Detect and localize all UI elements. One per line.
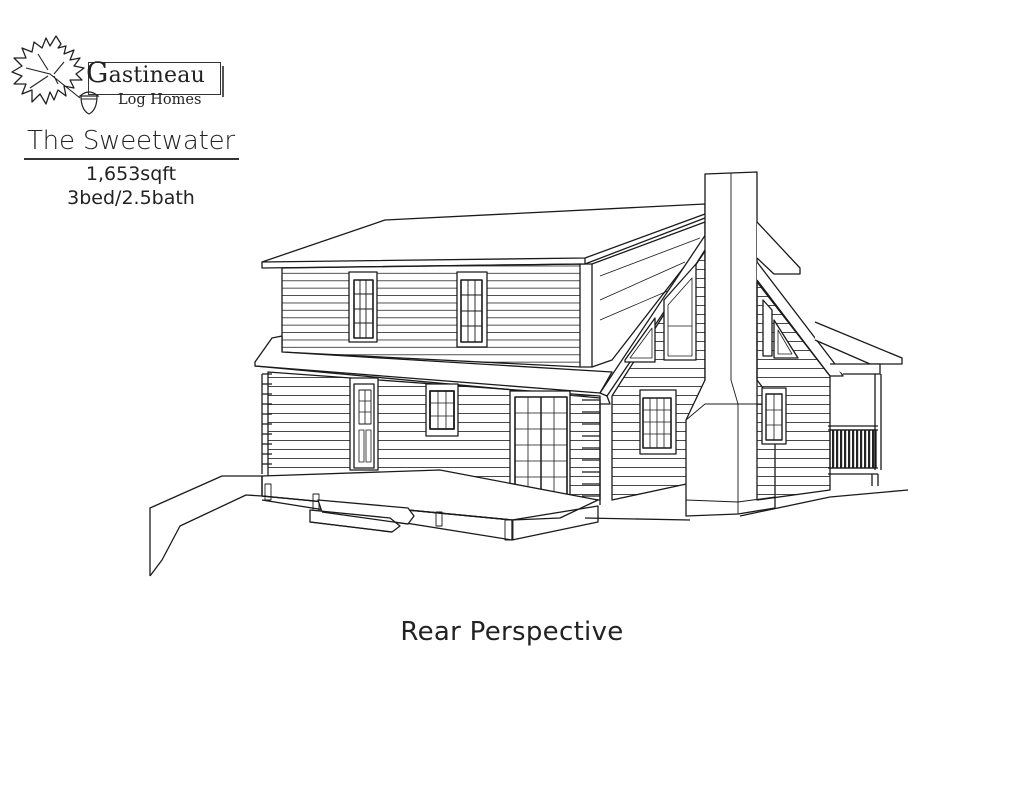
company-name-rest: astineau [108, 63, 205, 88]
acorn-icon [78, 91, 100, 115]
rear-entry-door [349, 377, 379, 471]
company-logo: Gastineau Log Homes [8, 32, 224, 118]
house-linework [149, 171, 909, 577]
plan-beds-baths: 3bed/2.5bath [67, 187, 195, 209]
company-name: Gastineau [86, 56, 205, 89]
upper-window-right [456, 271, 488, 348]
chimney [685, 171, 776, 517]
view-caption: Rear Perspective [400, 617, 624, 647]
deck-steps [309, 499, 415, 533]
gable-wall-left [611, 249, 706, 501]
upper-window-left [348, 271, 378, 343]
company-name-initial: G [86, 56, 109, 89]
right-gable [756, 221, 844, 501]
side-porch [814, 321, 903, 486]
title-underline [24, 158, 239, 160]
oak-leaf-icon [11, 35, 85, 105]
upper-roof [261, 203, 706, 269]
plan-title: The Sweetwater [27, 126, 235, 156]
company-subtitle: Log Homes [118, 92, 202, 108]
side-window-left [639, 389, 677, 455]
plan-square-footage: 1,653sqft [85, 163, 177, 185]
logo-frame [88, 62, 224, 97]
french-patio-door [509, 390, 571, 498]
lower-window-middle [425, 383, 459, 437]
